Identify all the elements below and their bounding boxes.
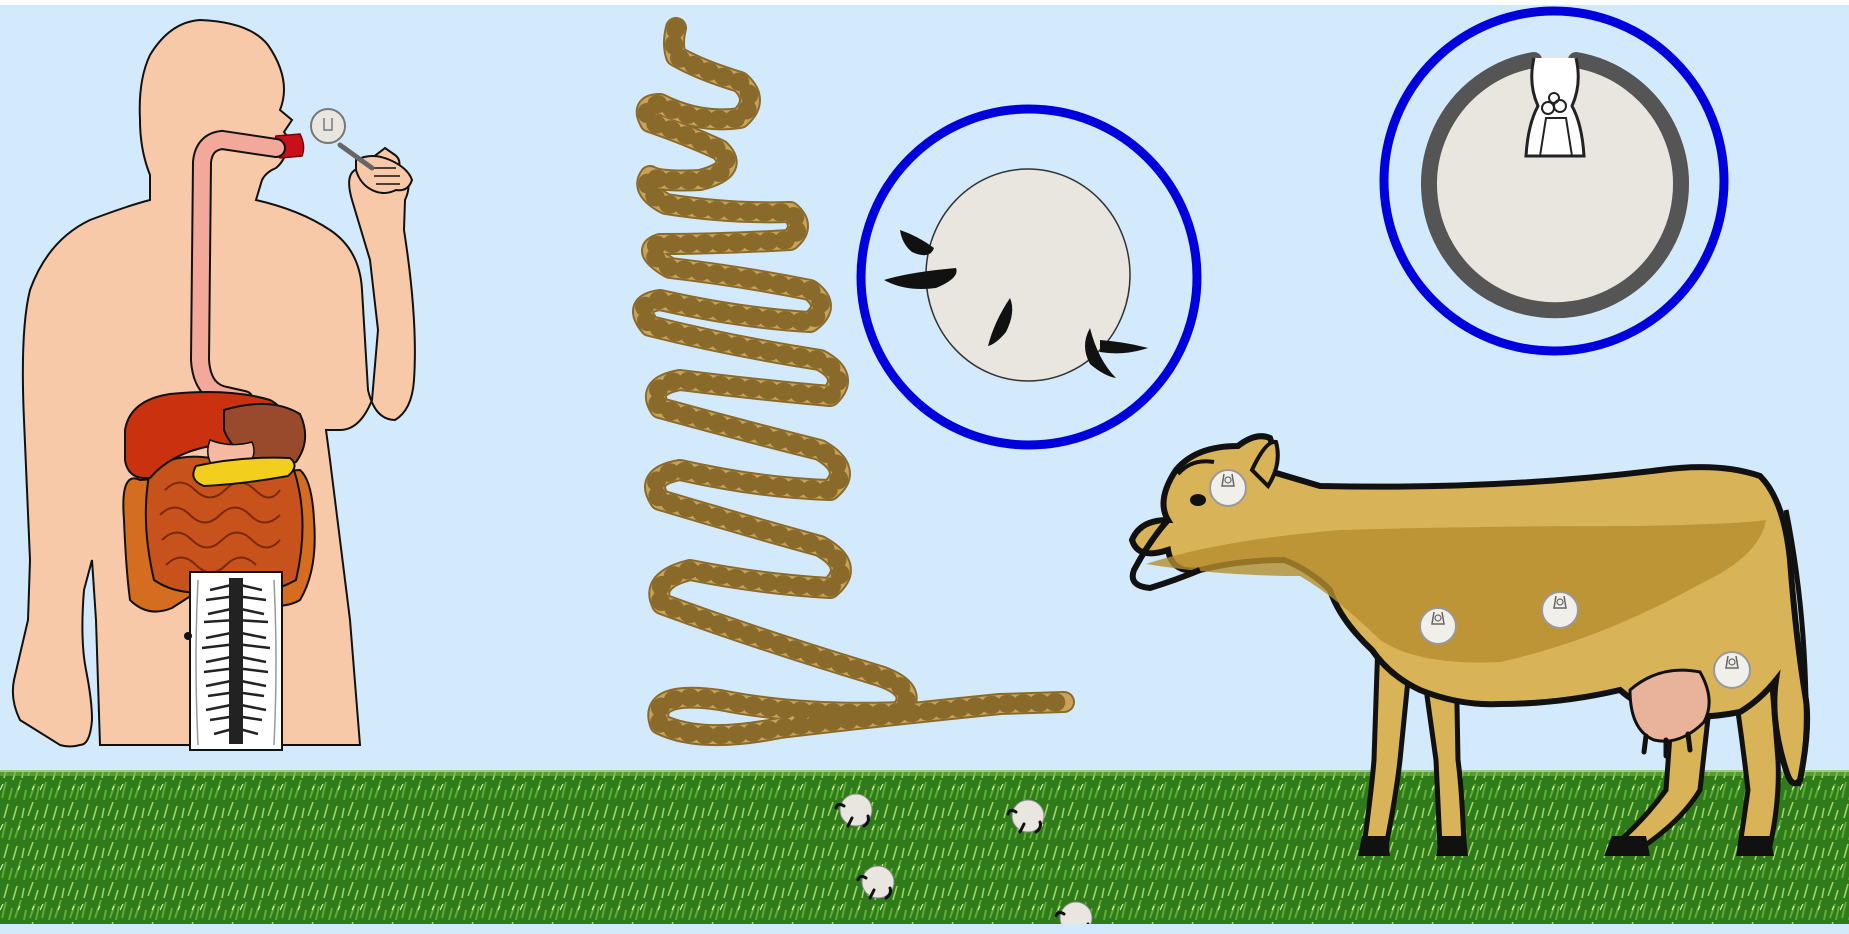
cyst-in-cow-muscle-2	[1542, 592, 1578, 628]
grass-pasture	[0, 772, 1849, 924]
cyst-in-cow-tongue	[1210, 470, 1246, 506]
cysticercus-cyst-icon	[1384, 11, 1724, 351]
cyst-in-cow-muscle-3	[1714, 652, 1750, 688]
cyst-in-cow-muscle-1	[1420, 608, 1456, 644]
bottom-strip	[0, 924, 1849, 934]
grass-edge	[0, 770, 1849, 776]
cow-eye	[1190, 494, 1206, 506]
egg-on-fork	[311, 109, 345, 143]
oncosphere-body	[926, 169, 1130, 381]
